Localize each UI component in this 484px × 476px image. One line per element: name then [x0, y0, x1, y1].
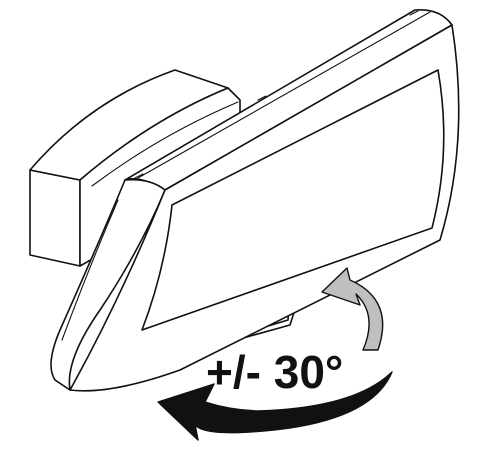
- rotate-clockwise-arrow-icon: [321, 267, 384, 351]
- rotate-counterclockwise-arrow-icon: [157, 371, 393, 441]
- display-screen: [141, 69, 445, 331]
- display-housing: [50, 8, 460, 392]
- top-button: [257, 95, 267, 101]
- rotation-angle-label: +/- 30°: [206, 346, 343, 398]
